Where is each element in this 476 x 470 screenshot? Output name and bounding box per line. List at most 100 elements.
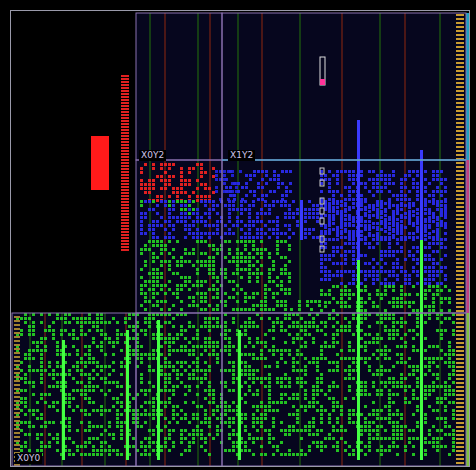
placed-cell bbox=[68, 421, 71, 424]
placed-cell bbox=[172, 200, 175, 203]
placed-cell bbox=[172, 236, 175, 239]
placed-cell bbox=[276, 284, 279, 287]
placed-cell bbox=[44, 401, 47, 404]
placed-cell bbox=[328, 198, 331, 201]
placed-cell bbox=[256, 272, 259, 275]
placed-cell bbox=[224, 224, 227, 227]
placed-cell bbox=[444, 214, 447, 217]
placed-cell bbox=[320, 293, 323, 296]
placed-cell bbox=[340, 293, 343, 296]
placed-cell bbox=[340, 274, 343, 277]
placed-cell bbox=[344, 289, 347, 292]
placed-cell bbox=[336, 270, 339, 273]
placed-cell bbox=[160, 308, 163, 311]
placed-cell bbox=[168, 264, 171, 267]
placed-cell bbox=[384, 230, 387, 233]
placed-cell bbox=[336, 246, 339, 249]
placed-cell bbox=[180, 204, 183, 207]
placed-cell bbox=[180, 191, 183, 194]
placed-cell bbox=[36, 369, 39, 372]
placed-cell bbox=[60, 317, 63, 320]
placed-cell bbox=[215, 186, 218, 189]
placed-cell bbox=[432, 270, 435, 273]
placed-cell bbox=[200, 183, 203, 186]
placed-cell bbox=[52, 369, 55, 372]
placed-cell bbox=[164, 200, 167, 203]
placed-cell bbox=[352, 224, 355, 227]
placed-cell bbox=[332, 202, 335, 205]
placed-cell bbox=[368, 206, 371, 209]
placed-cell bbox=[280, 280, 283, 283]
placed-cell bbox=[368, 190, 371, 193]
placed-cell bbox=[108, 337, 111, 340]
placed-cell bbox=[152, 179, 155, 182]
placed-cell bbox=[416, 274, 419, 277]
placed-cell bbox=[240, 288, 243, 291]
placed-cell bbox=[208, 272, 211, 275]
placed-cell bbox=[412, 270, 415, 273]
placed-cell bbox=[252, 200, 255, 203]
placed-cell bbox=[376, 278, 379, 281]
placed-cell bbox=[424, 190, 427, 193]
placed-cell bbox=[332, 285, 335, 288]
placed-cell bbox=[196, 228, 199, 231]
placed-cell bbox=[436, 282, 439, 285]
placed-cell bbox=[248, 256, 251, 259]
placed-cell bbox=[432, 285, 435, 288]
placed-cell bbox=[184, 280, 187, 283]
placed-cell bbox=[20, 445, 23, 448]
placed-cell bbox=[152, 268, 155, 271]
placed-cell bbox=[400, 220, 403, 223]
placed-cell bbox=[32, 333, 35, 336]
placed-cell bbox=[92, 453, 95, 456]
placed-cell bbox=[248, 264, 251, 267]
placed-cell bbox=[48, 441, 51, 444]
placed-cell bbox=[436, 202, 439, 205]
placed-cell bbox=[204, 224, 207, 227]
placed-cell bbox=[140, 212, 143, 215]
placed-cell bbox=[280, 288, 283, 291]
placed-cell bbox=[340, 214, 343, 217]
resource-column bbox=[149, 13, 151, 466]
placed-cell bbox=[100, 317, 103, 320]
placed-cell bbox=[432, 238, 435, 241]
placed-cell bbox=[92, 409, 95, 412]
placed-cell bbox=[216, 276, 219, 279]
placed-cell bbox=[400, 238, 403, 241]
placed-cell bbox=[376, 214, 379, 217]
placed-cell bbox=[372, 206, 375, 209]
placed-cell bbox=[200, 175, 203, 178]
placed-cell bbox=[24, 373, 27, 376]
placed-cell bbox=[200, 200, 203, 203]
placed-cell bbox=[400, 301, 403, 304]
placed-cell bbox=[328, 206, 331, 209]
placed-cell bbox=[396, 238, 399, 241]
placed-cell bbox=[372, 266, 375, 269]
placed-cell bbox=[328, 210, 331, 213]
placed-cell bbox=[172, 224, 175, 227]
placed-cell bbox=[400, 293, 403, 296]
placed-cell bbox=[40, 417, 43, 420]
placed-cell bbox=[235, 186, 238, 189]
placed-cell bbox=[96, 317, 99, 320]
placed-cell bbox=[332, 210, 335, 213]
placed-cell bbox=[392, 305, 395, 308]
placed-cell bbox=[388, 238, 391, 241]
placed-cell bbox=[364, 226, 367, 229]
placed-cell bbox=[232, 208, 235, 211]
placed-cell bbox=[164, 284, 167, 287]
placed-cell bbox=[36, 341, 39, 344]
placed-cell bbox=[352, 238, 355, 241]
placed-cell bbox=[304, 228, 307, 231]
placed-cell bbox=[280, 240, 283, 243]
placed-cell bbox=[424, 258, 427, 261]
placed-cell bbox=[432, 274, 435, 277]
placed-cell bbox=[168, 224, 171, 227]
placed-cell bbox=[184, 208, 187, 211]
placed-cell bbox=[432, 301, 435, 304]
placed-cell bbox=[261, 178, 264, 181]
placed-cell bbox=[160, 244, 163, 247]
placed-cell bbox=[180, 179, 183, 182]
placed-cell bbox=[104, 337, 107, 340]
